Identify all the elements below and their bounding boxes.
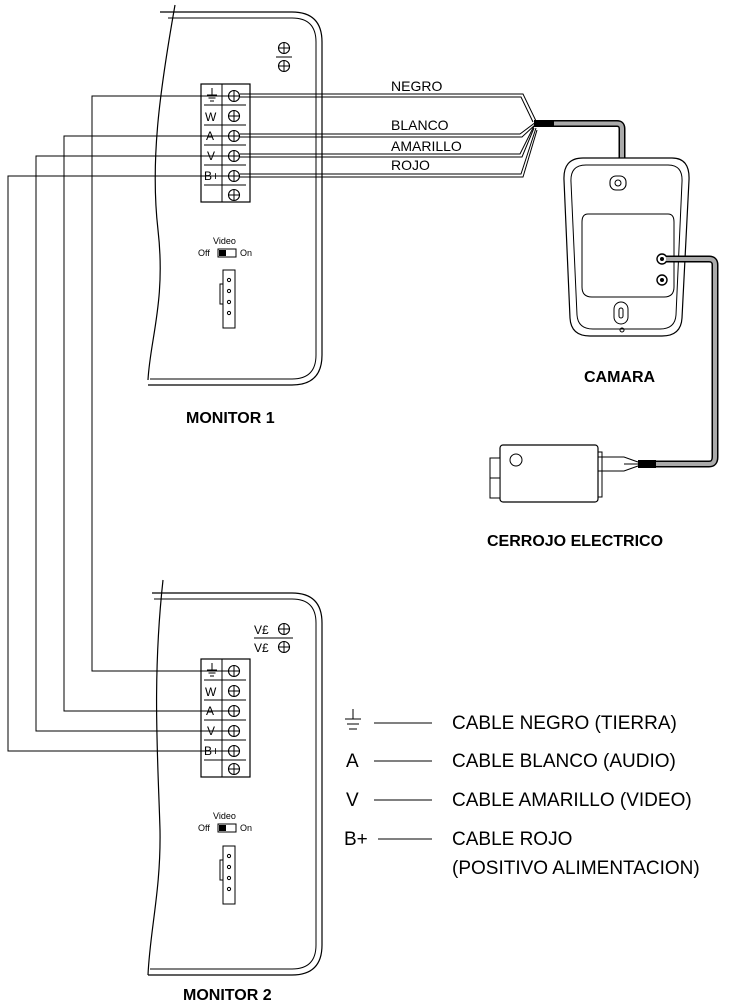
- mounting-screw-icon: [277, 640, 291, 654]
- monitor-2-title: MONITOR 2: [183, 987, 272, 1004]
- legend-ground-row: CABLE NEGRO (TIERRA): [345, 709, 677, 734]
- wiring-monitor-1-to-2: [7, 95, 228, 752]
- legend: CABLE NEGRO (TIERRA) A CABLE BLANCO (AUD…: [344, 709, 700, 879]
- lock-title: CERROJO ELECTRICO: [487, 533, 663, 550]
- ground-icon: [207, 663, 217, 677]
- wire-label-rojo: ROJO: [391, 157, 430, 173]
- electric-lock: CERROJO ELECTRICO: [487, 444, 663, 550]
- video-switch-off: Off: [198, 248, 210, 258]
- legend-ground-text: CABLE NEGRO (TIERRA): [452, 713, 677, 734]
- legend-v-text: CABLE AMARILLO (VIDEO): [452, 790, 692, 811]
- ground-icon: [345, 709, 361, 730]
- legend-b-text-line1: CABLE ROJO: [452, 829, 572, 850]
- video-switch-monitor-2[interactable]: Video Off On: [198, 811, 252, 833]
- camera: CAMARA: [563, 157, 690, 386]
- wire-label-amarillo: AMARILLO: [391, 138, 462, 154]
- legend-b-row: B+ CABLE ROJO (POSITIVO ALIMENTACION): [344, 829, 700, 879]
- mounting-screw-icon: [277, 41, 291, 55]
- cable-to-lock: [598, 255, 719, 472]
- legend-b-text-line2: (POSITIVO ALIMENTACION): [452, 858, 700, 879]
- camera-title: CAMARA: [584, 369, 656, 386]
- video-switch-monitor-1[interactable]: Video Off On: [198, 236, 252, 258]
- terminal-block-monitor-2: W A V B+: [204, 663, 246, 776]
- legend-v-row: V CABLE AMARILLO (VIDEO): [346, 790, 692, 811]
- legend-a-row: A CABLE BLANCO (AUDIO): [346, 751, 676, 772]
- mounting-screw-icon: [277, 59, 291, 73]
- screw-label-1: V£: [254, 623, 269, 637]
- video-switch-title: Video: [213, 811, 236, 821]
- legend-b-symbol: B+: [344, 829, 368, 850]
- monitor-1-title: MONITOR 1: [186, 410, 275, 427]
- video-switch-title: Video: [213, 236, 236, 246]
- monitor-2: V£ V£ W A V B+: [147, 579, 323, 1004]
- video-switch-off: Off: [198, 823, 210, 833]
- monitor-1: W A V B+ Video Off On: [147, 4, 323, 427]
- screw-label-2: V£: [254, 641, 269, 655]
- legend-a-text: CABLE BLANCO (AUDIO): [452, 751, 676, 772]
- legend-v-symbol: V: [346, 790, 359, 811]
- connector-monitor-2: [219, 845, 236, 905]
- terminal-w-label: W: [205, 685, 217, 699]
- ground-icon: [207, 88, 217, 102]
- camera-lens-icon: [609, 175, 627, 191]
- terminal-block-monitor-1: W A V B+: [204, 88, 246, 202]
- monitor-1-outline: [147, 4, 176, 381]
- video-switch-on: On: [240, 248, 252, 258]
- connector-monitor-1: [219, 269, 236, 329]
- mounting-screw-icon: [277, 622, 291, 636]
- wire-label-blanco: BLANCO: [391, 117, 449, 133]
- wire-label-negro: NEGRO: [391, 78, 442, 94]
- video-switch-on: On: [240, 823, 252, 833]
- wiring-monitor-to-camera: [240, 93, 538, 178]
- legend-a-symbol: A: [346, 751, 359, 772]
- terminal-w-label: W: [205, 110, 217, 124]
